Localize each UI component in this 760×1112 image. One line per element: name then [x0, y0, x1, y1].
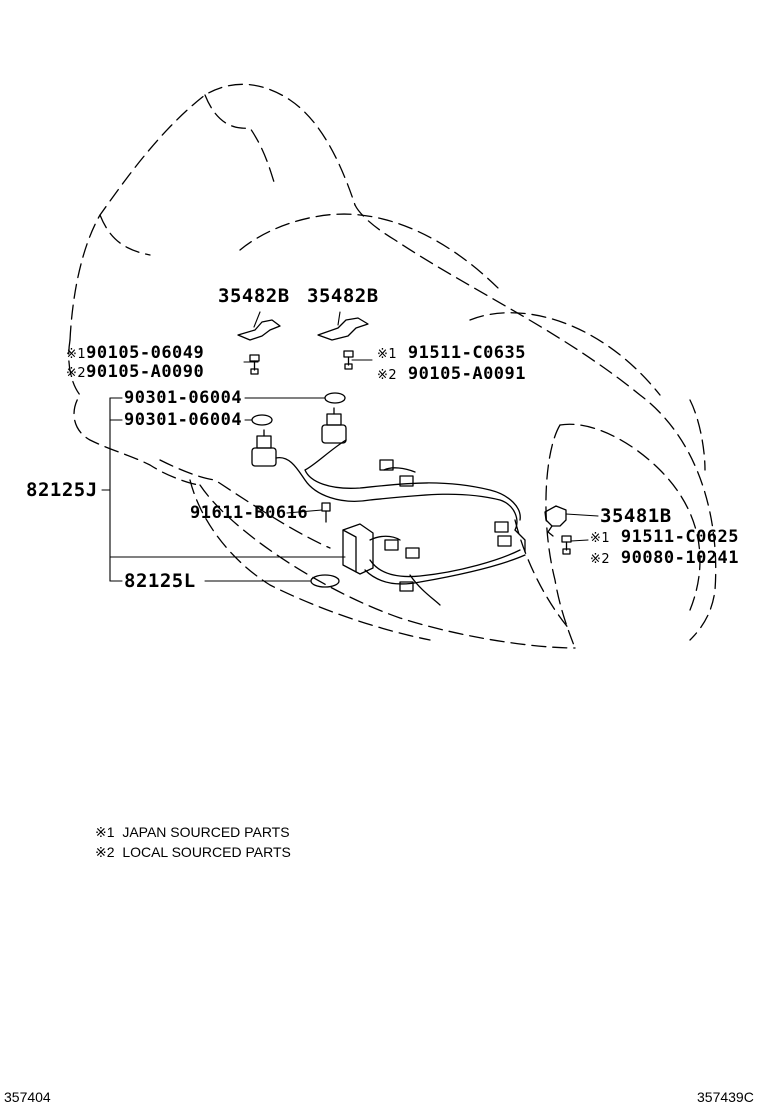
part-number: 35482B — [307, 285, 379, 307]
part-number: 82125J — [26, 479, 98, 501]
wire-harness — [275, 439, 526, 606]
oring-bottom — [310, 574, 340, 588]
code-left: 357404 — [4, 1089, 51, 1105]
connector — [494, 521, 509, 533]
part-number: 35482B — [218, 285, 290, 307]
label-left-bolt-2: ※290105-A0090 — [66, 364, 204, 381]
oring-top — [324, 392, 346, 404]
source-mark: ※1 — [590, 531, 611, 546]
bolt-center — [343, 350, 354, 370]
bolt-right — [561, 535, 572, 555]
part-number: 90105-A0091 — [407, 364, 527, 384]
note-text: LOCAL SOURCED PARTS — [122, 844, 291, 860]
label-oring-1: 90301-06004 — [124, 390, 242, 407]
label-oring-2: 90301-06004 — [124, 412, 242, 429]
label-harness-l: 82125L — [124, 572, 196, 591]
note-text: JAPAN SOURCED PARTS — [122, 824, 290, 840]
label-35482b-right: 35482B — [307, 287, 379, 306]
connector — [405, 547, 420, 559]
harness-bracket — [342, 523, 374, 575]
part-number: 90105-06049 — [86, 343, 205, 363]
connector — [399, 581, 414, 592]
part-number: 91511-C0625 — [620, 527, 740, 547]
label-right-bolt-2: ※2 90080-10241 — [590, 550, 739, 567]
note-japan-sourced: ※1 JAPAN SOURCED PARTS — [95, 825, 290, 839]
part-number: 91511-C0635 — [407, 343, 527, 363]
oring-mid — [251, 414, 273, 426]
part-number: 35481B — [600, 505, 672, 527]
source-mark: ※2 — [590, 552, 611, 567]
bracket-35481b — [544, 505, 567, 527]
part-number: 90301-06004 — [124, 410, 243, 430]
label-center-bolt-1: ※1 91511-C0635 — [377, 345, 526, 362]
part-number: 90080-10241 — [620, 548, 740, 568]
code-right: 357439C — [697, 1089, 754, 1105]
part-number: 82125L — [124, 570, 196, 592]
label-harness-j: 82125J — [26, 481, 98, 500]
sensor-center — [321, 407, 347, 444]
label-bracket-35481b: 35481B — [600, 507, 672, 526]
part-number: 90301-06004 — [124, 388, 243, 408]
plate-35482b-right — [317, 317, 369, 341]
plate-35482b-left — [237, 319, 281, 341]
bolt-left — [249, 354, 260, 375]
label-screw: 91611-B0616 — [190, 505, 308, 522]
part-number: 90105-A0090 — [86, 362, 205, 382]
connector — [384, 539, 399, 551]
connector — [399, 475, 414, 487]
source-mark: ※1 — [66, 347, 87, 362]
screw-91611 — [321, 502, 331, 523]
leader-lines — [101, 311, 599, 582]
label-right-bolt-1: ※1 91511-C0625 — [590, 529, 739, 546]
label-35482b-left: 35482B — [218, 287, 290, 306]
source-mark: ※2 — [377, 368, 398, 383]
label-center-bolt-2: ※2 90105-A0091 — [377, 366, 526, 383]
sensor-left — [251, 429, 277, 467]
part-number: 91611-B0616 — [190, 503, 309, 523]
label-left-bolt-1: ※190105-06049 — [66, 345, 204, 362]
connector — [497, 535, 512, 547]
source-mark: ※1 — [377, 347, 398, 362]
connector — [379, 459, 394, 471]
source-mark: ※2 — [66, 366, 87, 381]
note-local-sourced: ※2 LOCAL SOURCED PARTS — [95, 845, 291, 859]
note-mark: ※1 — [95, 824, 115, 840]
note-mark: ※2 — [95, 844, 115, 860]
transmission-outline — [68, 83, 717, 649]
